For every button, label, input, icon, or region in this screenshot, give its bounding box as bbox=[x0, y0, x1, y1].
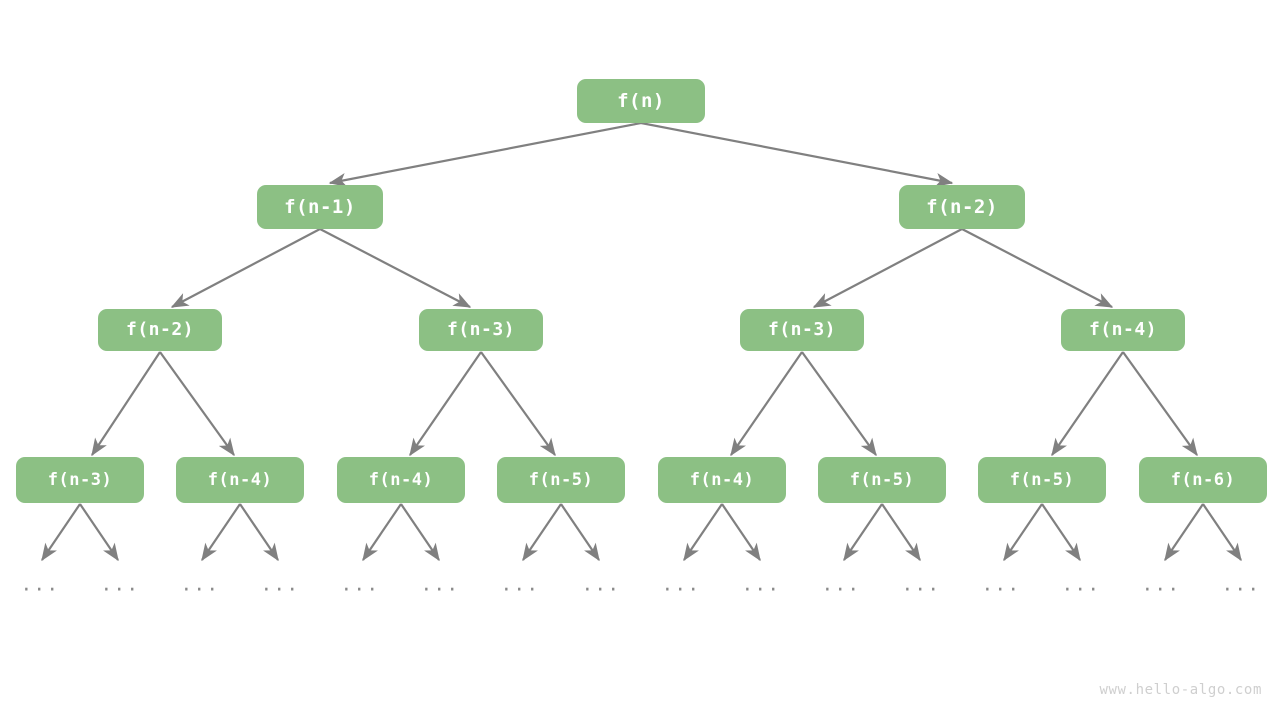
tree-edge bbox=[560, 503, 600, 562]
ellipsis-marker: ... bbox=[1141, 573, 1181, 596]
tree-node-label: f(n-4) bbox=[689, 469, 755, 490]
ellipsis-marker: ... bbox=[180, 573, 220, 596]
tree-node[interactable]: f(n-1) bbox=[257, 185, 383, 229]
tree-node[interactable]: f(n-4) bbox=[337, 457, 465, 503]
tree-node-label: f(n-4) bbox=[207, 469, 273, 490]
tree-node[interactable]: f(n-3) bbox=[740, 309, 864, 351]
ellipsis-marker: ... bbox=[981, 573, 1021, 596]
tree-node[interactable]: f(n-2) bbox=[98, 309, 222, 351]
tree-node-label: f(n-3) bbox=[767, 319, 837, 340]
tree-edge bbox=[1202, 503, 1242, 562]
tree-edge bbox=[1041, 503, 1081, 562]
ellipsis-marker: ... bbox=[1221, 573, 1261, 596]
tree-edge bbox=[170, 228, 321, 308]
tree-node[interactable]: f(n-4) bbox=[658, 457, 786, 503]
ellipsis-marker: ... bbox=[1061, 573, 1101, 596]
tree-edge bbox=[400, 503, 440, 562]
tree-edge bbox=[961, 228, 1114, 308]
tree-node-label: f(n-5) bbox=[1009, 469, 1075, 490]
tree-edge bbox=[1164, 503, 1204, 562]
tree-edge bbox=[843, 503, 883, 562]
tree-node[interactable]: f(n) bbox=[577, 79, 705, 123]
tree-node[interactable]: f(n-3) bbox=[419, 309, 543, 351]
tree-node[interactable]: f(n-3) bbox=[16, 457, 144, 503]
tree-edge bbox=[881, 503, 921, 562]
ellipsis-marker: ... bbox=[260, 573, 300, 596]
ellipsis-marker: ... bbox=[20, 573, 60, 596]
tree-node-label: f(n-3) bbox=[446, 319, 516, 340]
tree-edge bbox=[522, 503, 562, 562]
tree-edge bbox=[201, 503, 241, 562]
tree-node-label: f(n-3) bbox=[47, 469, 113, 490]
tree-edge bbox=[1003, 503, 1043, 562]
tree-node-label: f(n) bbox=[617, 89, 665, 112]
ellipsis-marker: ... bbox=[661, 573, 701, 596]
tree-edge bbox=[1122, 351, 1198, 457]
tree-edge bbox=[41, 503, 81, 562]
tree-edge bbox=[683, 503, 723, 562]
tree-node[interactable]: f(n-5) bbox=[978, 457, 1106, 503]
tree-edge bbox=[801, 351, 877, 457]
tree-node-label: f(n-1) bbox=[284, 195, 356, 218]
tree-edge bbox=[812, 228, 963, 308]
tree-node-label: f(n-2) bbox=[125, 319, 195, 340]
tree-edge bbox=[1051, 351, 1124, 457]
ellipsis-marker: ... bbox=[901, 573, 941, 596]
tree-node-label: f(n-5) bbox=[528, 469, 594, 490]
tree-edge bbox=[409, 351, 482, 457]
tree-edge bbox=[480, 351, 556, 457]
tree-edge bbox=[640, 121, 954, 187]
watermark-label: www.hello-algo.com bbox=[1099, 682, 1262, 698]
tree-edge bbox=[91, 351, 161, 457]
tree-node-label: f(n-4) bbox=[1088, 319, 1158, 340]
edge-group bbox=[41, 121, 1242, 562]
tree-node-label: f(n-4) bbox=[368, 469, 434, 490]
tree-node-label: f(n-5) bbox=[849, 469, 915, 490]
ellipsis-marker: ... bbox=[500, 573, 540, 596]
tree-edge bbox=[79, 503, 119, 562]
tree-edge bbox=[159, 351, 235, 457]
tree-edge bbox=[319, 228, 472, 308]
ellipsis-marker: ... bbox=[340, 573, 380, 596]
tree-node[interactable]: f(n-4) bbox=[176, 457, 304, 503]
tree-edge bbox=[362, 503, 402, 562]
tree-node-label: f(n-6) bbox=[1170, 469, 1236, 490]
ellipsis-marker: ... bbox=[420, 573, 460, 596]
tree-edge bbox=[721, 503, 761, 562]
tree-node[interactable]: f(n-2) bbox=[899, 185, 1025, 229]
ellipsis-marker: ... bbox=[581, 573, 621, 596]
tree-node[interactable]: f(n-5) bbox=[497, 457, 625, 503]
ellipsis-marker: ... bbox=[100, 573, 140, 596]
ellipsis-marker: ... bbox=[741, 573, 781, 596]
ellipsis-marker: ... bbox=[821, 573, 861, 596]
tree-node-label: f(n-2) bbox=[926, 195, 998, 218]
tree-node[interactable]: f(n-5) bbox=[818, 457, 946, 503]
tree-node[interactable]: f(n-4) bbox=[1061, 309, 1185, 351]
tree-node[interactable]: f(n-6) bbox=[1139, 457, 1267, 503]
tree-edge bbox=[239, 503, 279, 562]
tree-edge bbox=[328, 121, 642, 187]
tree-edge bbox=[730, 351, 803, 457]
